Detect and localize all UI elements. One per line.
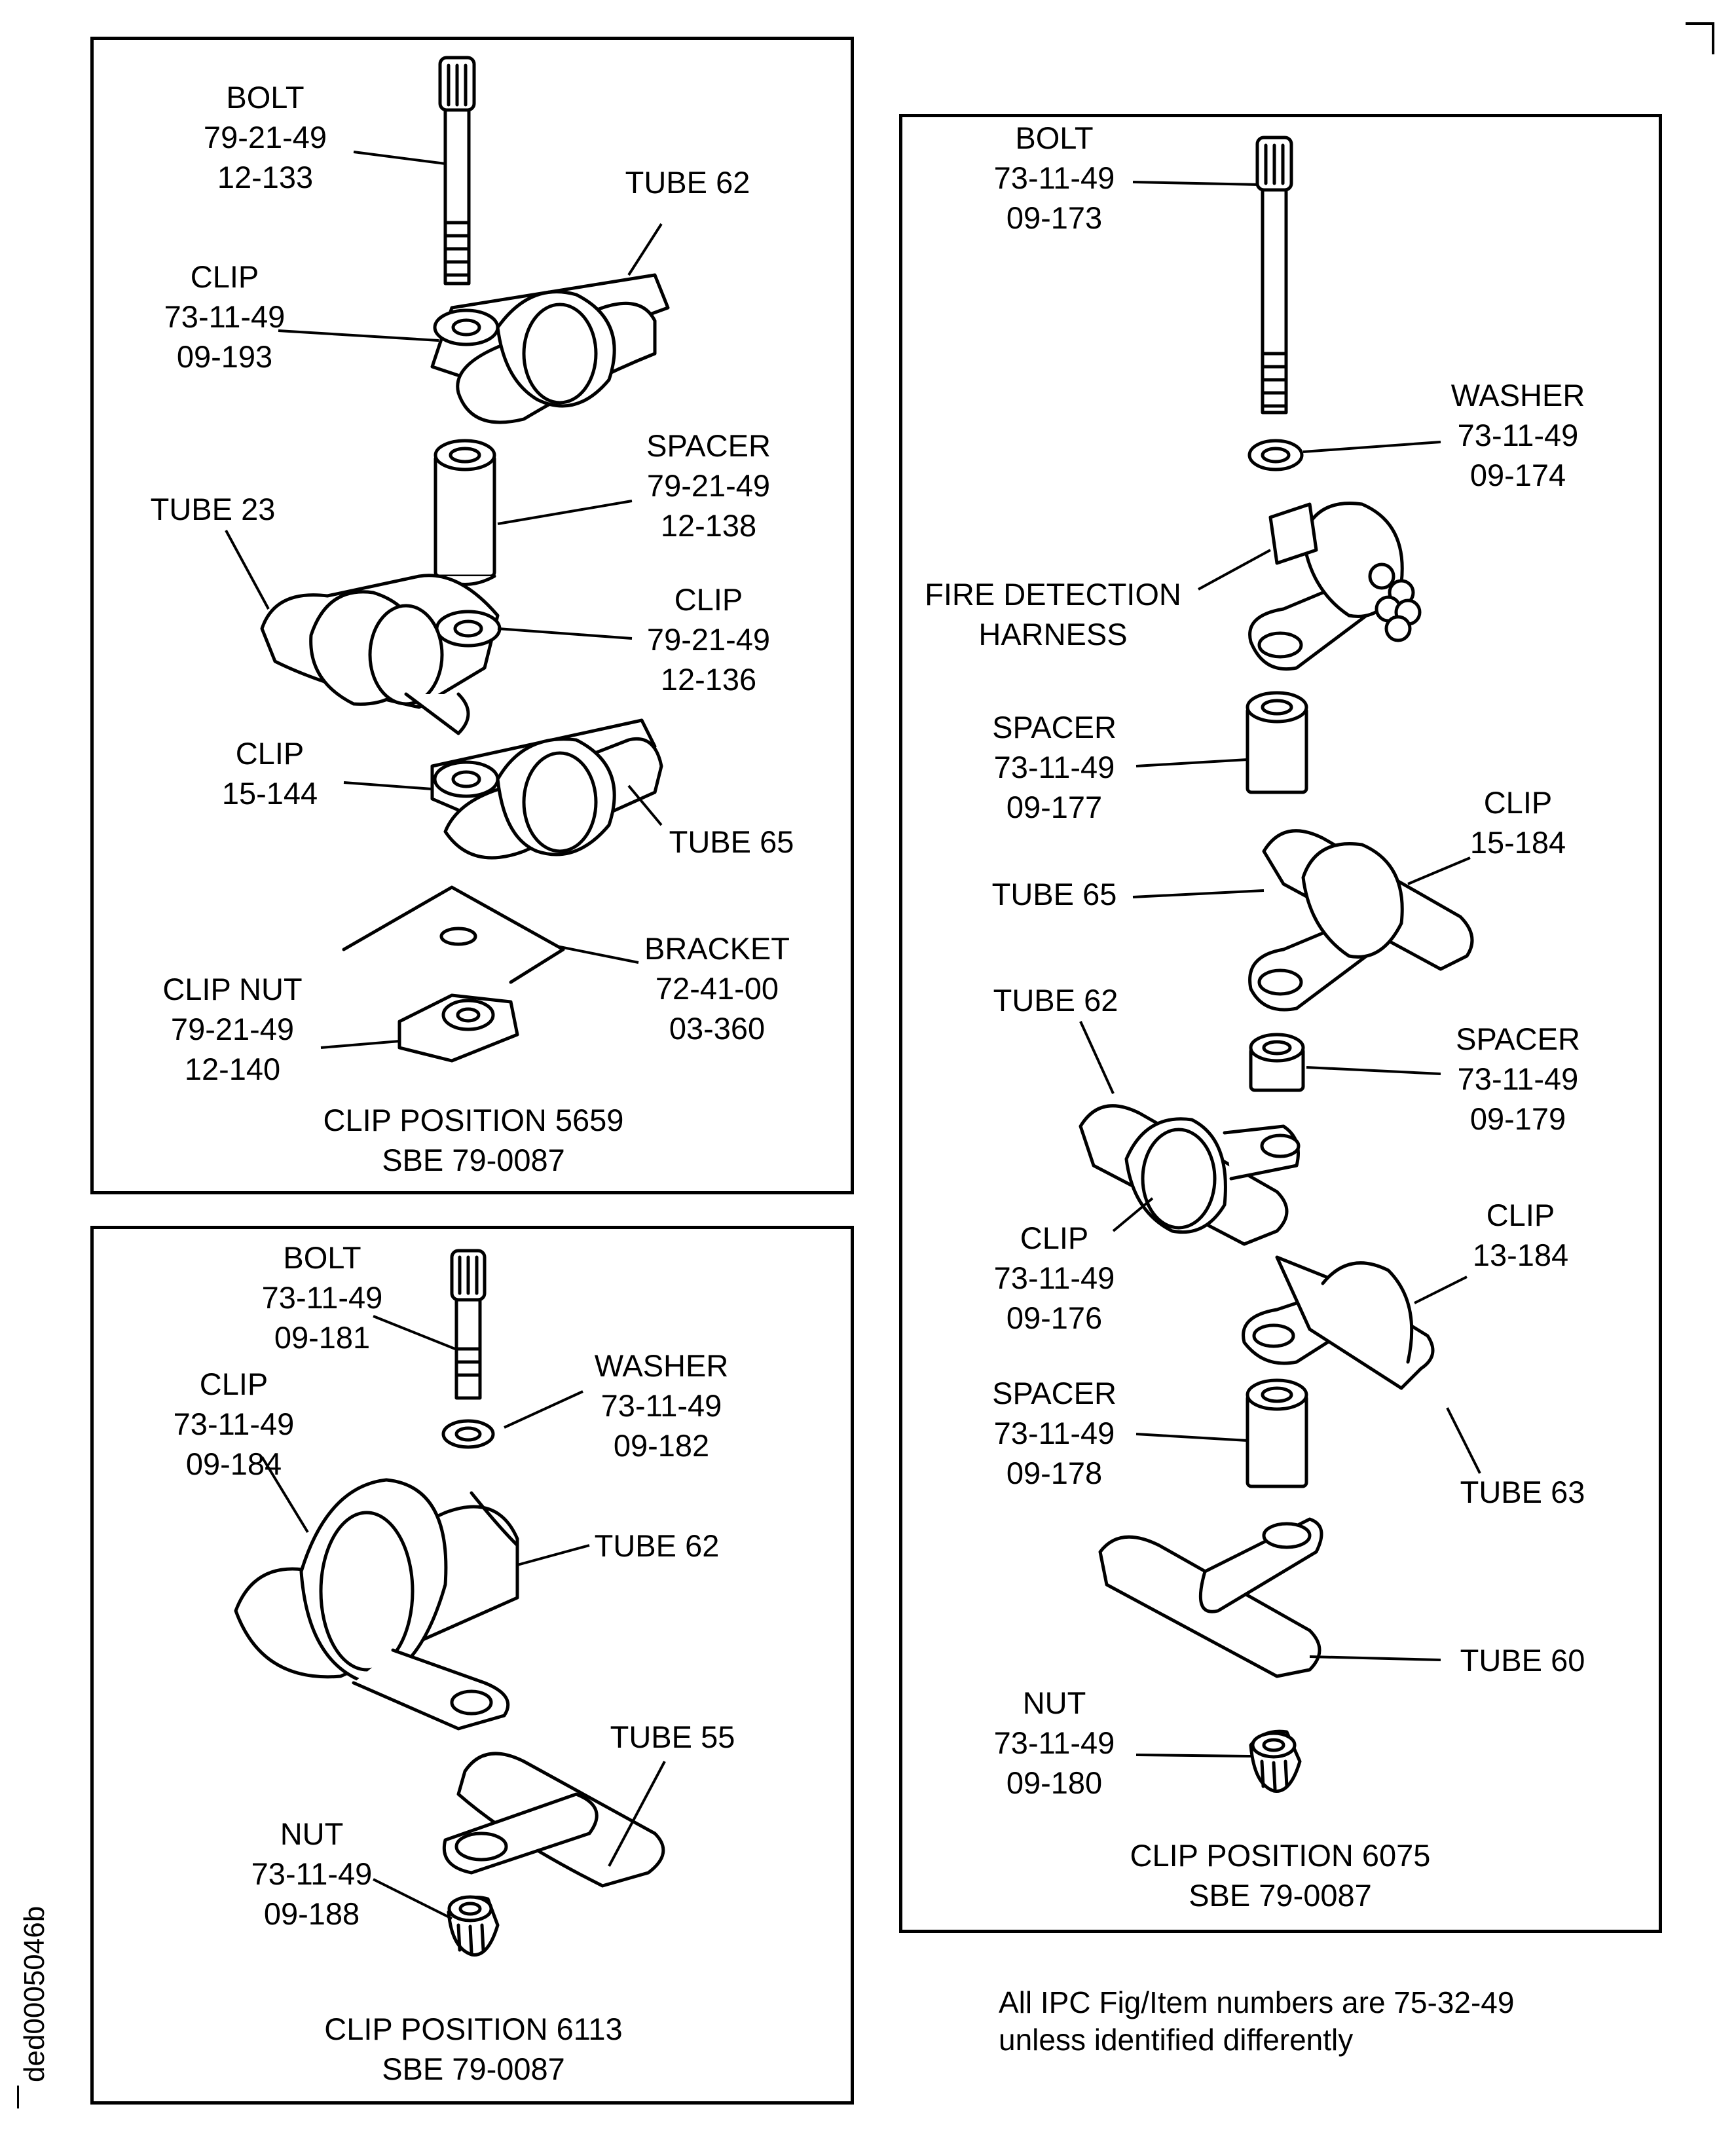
clip-12-136 xyxy=(260,574,502,735)
leader-lines xyxy=(225,151,1481,1920)
bolt-09-181 xyxy=(450,1249,487,1400)
harness-clip xyxy=(1248,502,1422,671)
label-tube-62: TUBE 62 xyxy=(993,983,1118,1018)
bracket-03-360 xyxy=(342,885,565,984)
label-tube-60: TUBE 60 xyxy=(1460,1643,1585,1678)
clip-15-184 xyxy=(1248,829,1474,1012)
bolt-12-133 xyxy=(438,56,476,285)
panel-clip-position-5659 xyxy=(90,37,854,1194)
clip-09-176 xyxy=(1079,1104,1301,1246)
panel-clip-position-6113 xyxy=(90,1226,854,2105)
label-tube-65: TUBE 65 xyxy=(991,877,1117,911)
nut-09-180 xyxy=(1249,1729,1302,1793)
spacer-12-138 xyxy=(434,439,496,586)
bolt-09-173 xyxy=(1255,136,1293,414)
corner-crop-mark xyxy=(1686,22,1714,54)
spacer-09-179 xyxy=(1249,1033,1305,1092)
clip-tube-60 xyxy=(1098,1517,1323,1678)
label-tube-63: TUBE 63 xyxy=(1460,1475,1585,1509)
label-tube-62: TUBE 62 xyxy=(594,1528,720,1563)
label-tube-55: TUBE 55 xyxy=(610,1720,735,1754)
panel-clip-position-6075 xyxy=(899,114,1662,1933)
label-tube-62: TUBE 62 xyxy=(625,165,750,200)
washer-09-182 xyxy=(441,1419,495,1449)
clip-09-184 xyxy=(234,1478,519,1731)
washer-09-174 xyxy=(1247,439,1304,471)
spacer-09-177 xyxy=(1246,691,1308,794)
nut-09-188 xyxy=(447,1895,500,1957)
clip-15-144 xyxy=(430,718,663,860)
clip-13-184 xyxy=(1242,1255,1435,1390)
figure-id-tick xyxy=(17,2086,19,2108)
clip-tube-55 xyxy=(442,1752,665,1888)
label-tube-65: TUBE 65 xyxy=(669,824,794,859)
figure-id: ded0005046b xyxy=(18,1905,50,2082)
label-tube-23: TUBE 23 xyxy=(150,492,276,526)
clip-nut-12-140 xyxy=(397,993,519,1063)
spacer-09-178 xyxy=(1246,1378,1308,1488)
clip-09-193 xyxy=(430,273,670,424)
